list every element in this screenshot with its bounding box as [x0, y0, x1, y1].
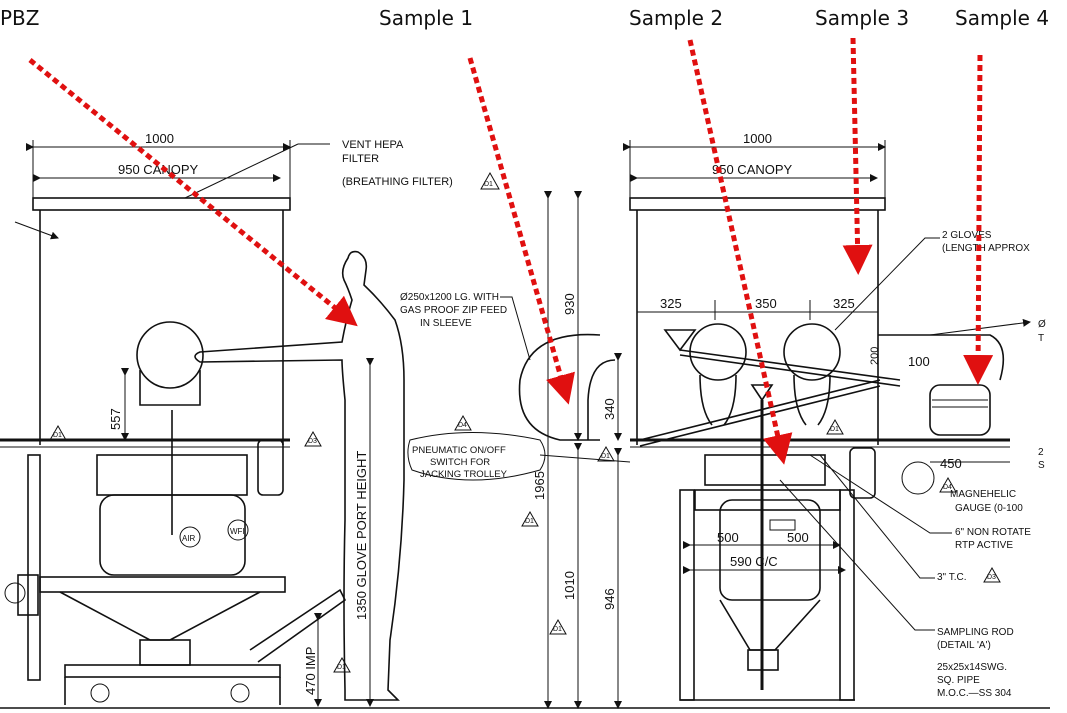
- gloves-label-2: (LENGTH APPROX: [942, 243, 1030, 254]
- cut-label-o: Ø: [1038, 319, 1046, 330]
- vent-label-2: FILTER: [342, 153, 379, 165]
- feed-label-2: GAS PROOF ZIP FEED: [400, 305, 507, 316]
- rtp-label-2: RTP ACTIVE: [955, 540, 1013, 551]
- left-isolator: 1000 950 CANOPY VENT HEPA FILTER (BREATH…: [0, 131, 1050, 709]
- right-isolator: 1000 950 CANOPY 2 GLOVES (LENGTH APPROX …: [623, 131, 1046, 701]
- tag-d1-mid-3: D1: [601, 453, 610, 460]
- dim-500-b: 500: [787, 530, 809, 545]
- wfi-icon: [227, 519, 249, 541]
- right-canopy-label: 950 CANOPY: [712, 162, 793, 177]
- dim-930: 930: [562, 293, 577, 315]
- dim-450: 450: [940, 456, 962, 471]
- ibc-container: [719, 499, 821, 601]
- sample-jar: [929, 384, 991, 436]
- gloves-label-1: 2 GLOVES: [942, 230, 992, 241]
- dim-325-b: 325: [833, 296, 855, 311]
- dim-1010: 1010: [562, 571, 577, 600]
- dim-200: 200: [869, 347, 881, 365]
- dim-500-a: 500: [717, 530, 739, 545]
- left-dim-470: 470 IMP: [303, 647, 318, 695]
- switch-label-3: JACKING TROLLEY: [420, 469, 508, 480]
- tag-d3-left: D3: [308, 438, 317, 445]
- cut-label-2: 2: [1038, 447, 1044, 458]
- vent-label-1: VENT HEPA: [342, 139, 404, 151]
- rev-triangle: [480, 171, 500, 190]
- label-sample-3: Sample 3: [815, 6, 910, 30]
- pipe-label-3: M.O.C.—SS 304: [937, 688, 1012, 699]
- air-label: AIR: [182, 534, 196, 543]
- sample-arrows: [28, 37, 994, 465]
- tc-label: 3" T.C.: [937, 572, 967, 583]
- label-sample-4: Sample 4: [955, 6, 1050, 30]
- arrow-sample-2: [687, 39, 793, 465]
- rev-tag-text: D1: [484, 181, 493, 188]
- tag-d3-right: D3: [987, 574, 996, 581]
- tag-d1-left: D1: [337, 664, 346, 671]
- switch-label-1: PNEUMATIC ON/OFF: [412, 445, 506, 456]
- dim-340: 340: [602, 398, 617, 420]
- arrow-sample-4: [963, 54, 994, 385]
- dim-946: 946: [602, 588, 617, 610]
- glove-sphere: [136, 321, 204, 389]
- wfi-label: WFI: [230, 527, 245, 536]
- right-dim-1000: 1000: [743, 131, 772, 146]
- switch-label-2: SWITCH FOR: [430, 457, 490, 468]
- left-canopy-label: 950 CANOPY: [118, 162, 199, 177]
- glove-port-height: 1350 GLOVE PORT HEIGHT: [354, 451, 369, 620]
- tag-d1-right: D1: [830, 426, 839, 433]
- magnehelic-2: GAUGE (0-100: [955, 503, 1023, 514]
- sampling-label-2: (DETAIL 'A'): [937, 640, 991, 651]
- magnehelic-1: MAGNEHELIC: [950, 489, 1016, 500]
- dim-350: 350: [755, 296, 777, 311]
- cut-label-s: S: [1038, 460, 1045, 471]
- label-pbz: PBZ: [0, 6, 40, 30]
- tag-d4-mid: D4: [458, 422, 467, 429]
- tag-d1-mid-2: D1: [553, 626, 562, 633]
- dim-1965: 1965: [532, 471, 547, 500]
- tag-d1-left-2: D1: [53, 432, 62, 439]
- arrow-pbz: [28, 58, 358, 327]
- tag-d4-right: D4: [943, 484, 952, 491]
- sampling-label-1: SAMPLING ROD: [937, 627, 1014, 638]
- dim-100: 100: [908, 354, 930, 369]
- dim-325-a: 325: [660, 296, 682, 311]
- dim-590: 590 C/C: [730, 554, 778, 569]
- left-dim-1000: 1000: [145, 131, 174, 146]
- middle-sleeve: 930 340 1965 1010 946 PNEUMATIC ON/OFF S…: [407, 191, 631, 709]
- air-icon: [179, 526, 201, 548]
- feed-label-1: Ø250x1200 LG. WITH: [400, 292, 499, 303]
- rtp-label-1: 6" NON ROTATE: [955, 527, 1031, 538]
- pipe-label-1: 25x25x14SWG.: [937, 662, 1007, 673]
- tag-d1-mid: D1: [525, 518, 534, 525]
- feed-label-3: IN SLEEVE: [420, 318, 472, 329]
- arrow-sample-1: [467, 57, 575, 405]
- label-sample-2: Sample 2: [629, 6, 724, 30]
- cut-label-t: T: [1038, 333, 1044, 344]
- switch-callout: [407, 432, 546, 481]
- arrow-sample-3: [842, 37, 873, 275]
- magnehelic-gauge: [901, 461, 935, 495]
- vent-label-3: (BREATHING FILTER): [342, 176, 453, 188]
- pipe-label-2: SQ. PIPE: [937, 675, 980, 686]
- glove-port-right: [783, 323, 841, 381]
- label-sample-1: Sample 1: [379, 6, 474, 30]
- left-dim-557: 557: [108, 408, 123, 430]
